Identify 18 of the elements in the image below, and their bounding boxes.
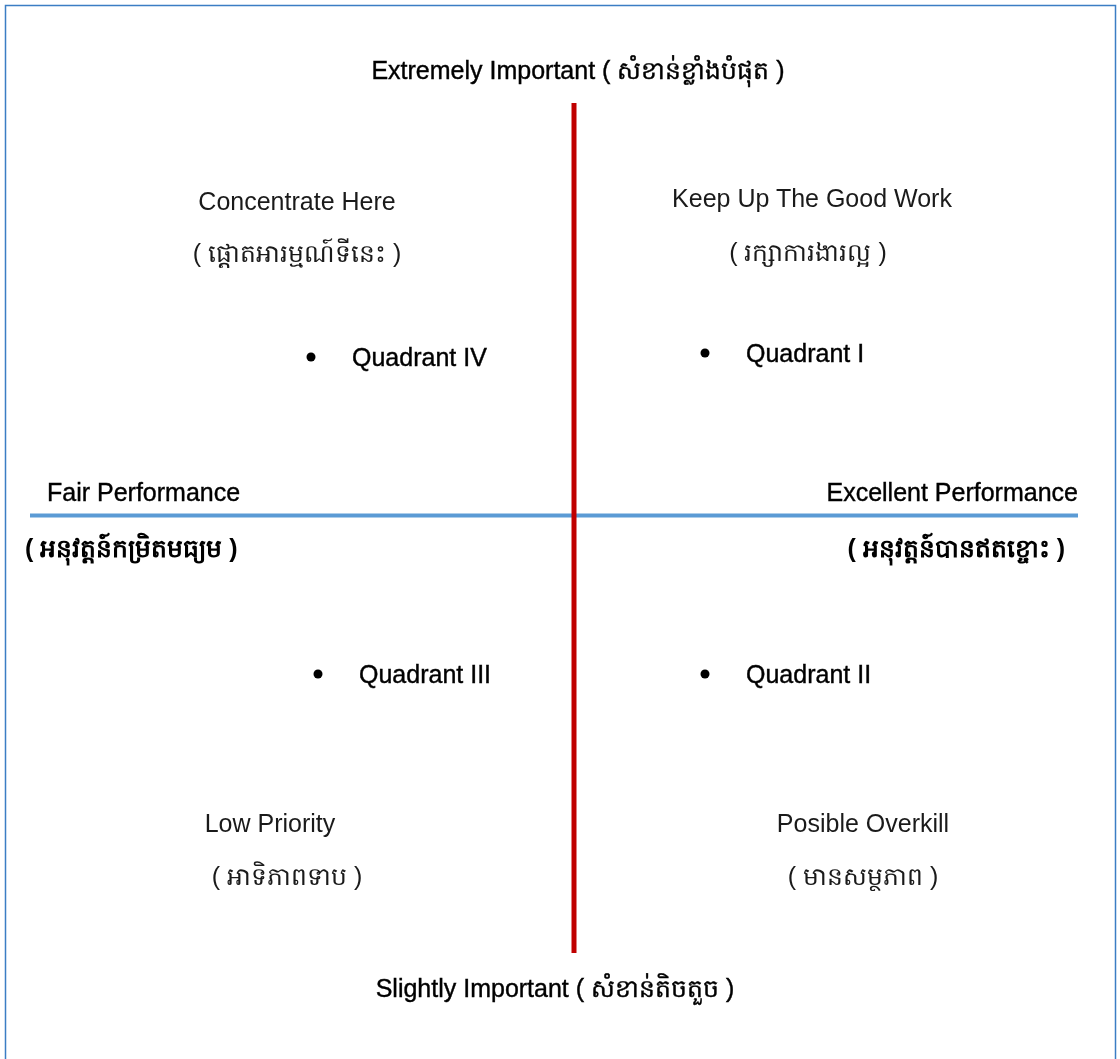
- quadrant-label: Quadrant IV: [352, 341, 487, 373]
- quadrant-label: Quadrant III: [359, 658, 492, 690]
- axis-label: ( អនុវត្តន៍បានឥតខ្ចោះ ): [847, 531, 1065, 565]
- axis-label: Slightly Important ( សំខាន់តិចតួច ): [375, 971, 735, 1005]
- quadrant-label: Quadrant I: [746, 337, 865, 369]
- axis-label: Excellent Performance: [826, 476, 1078, 508]
- quadrant-subtitle: ( អាទិភាពទាប ): [211, 860, 363, 892]
- quadrant-label: Quadrant II: [746, 658, 872, 690]
- quadrant-title: Keep Up The Good Work: [672, 182, 952, 214]
- quadrant-subtitle: ( រក្សាការងារល្អ ): [729, 236, 887, 269]
- axis-label: Extremely Important ( សំខាន់ខ្លាំងបំផុត ): [371, 53, 785, 87]
- quadrant-title: Concentrate Here: [198, 185, 396, 217]
- quadrant-subtitle: ( ផ្តោតអារម្មណ៍ទីនេះ ): [192, 237, 402, 270]
- quadrant-subtitle: ( មានសម្ថភាព ): [787, 860, 939, 893]
- quadrant-title: Posible Overkill: [776, 807, 950, 839]
- axis-label: Fair Performance: [47, 476, 241, 508]
- axis-label: ( អនុវត្តន៍កម្រិតមធ្យម ): [25, 531, 238, 565]
- quadrant-title: Low Priority: [204, 807, 336, 839]
